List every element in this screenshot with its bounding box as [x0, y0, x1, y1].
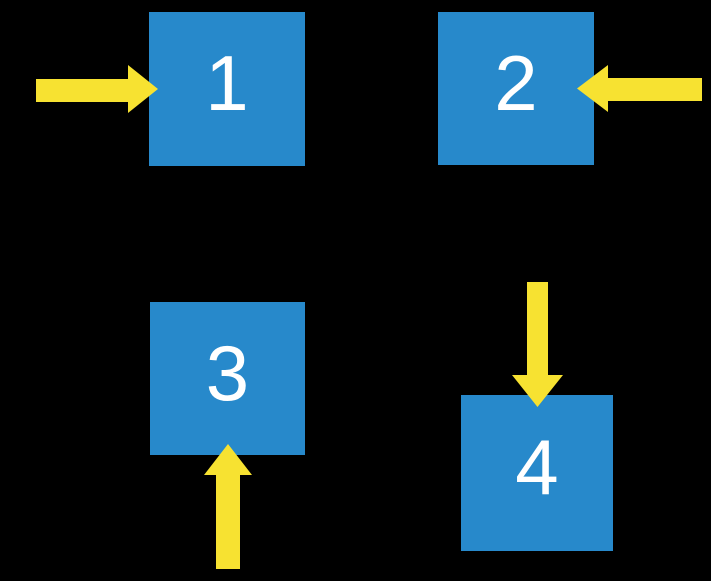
arrow-down-icon: [512, 282, 563, 407]
box-label: 2: [494, 38, 538, 127]
target-box-3[interactable]: 3: [150, 302, 305, 455]
target-box-1[interactable]: 1: [149, 12, 305, 166]
arrow-up-icon: [204, 444, 252, 569]
box-label: 4: [515, 423, 559, 511]
target-box-2[interactable]: 2: [438, 12, 594, 165]
box-label: 1: [205, 39, 249, 127]
arrow-right-icon: [36, 65, 158, 113]
box-label: 3: [205, 328, 250, 417]
target-box-4[interactable]: 4: [461, 395, 613, 551]
arrow-left-icon: [577, 65, 702, 112]
